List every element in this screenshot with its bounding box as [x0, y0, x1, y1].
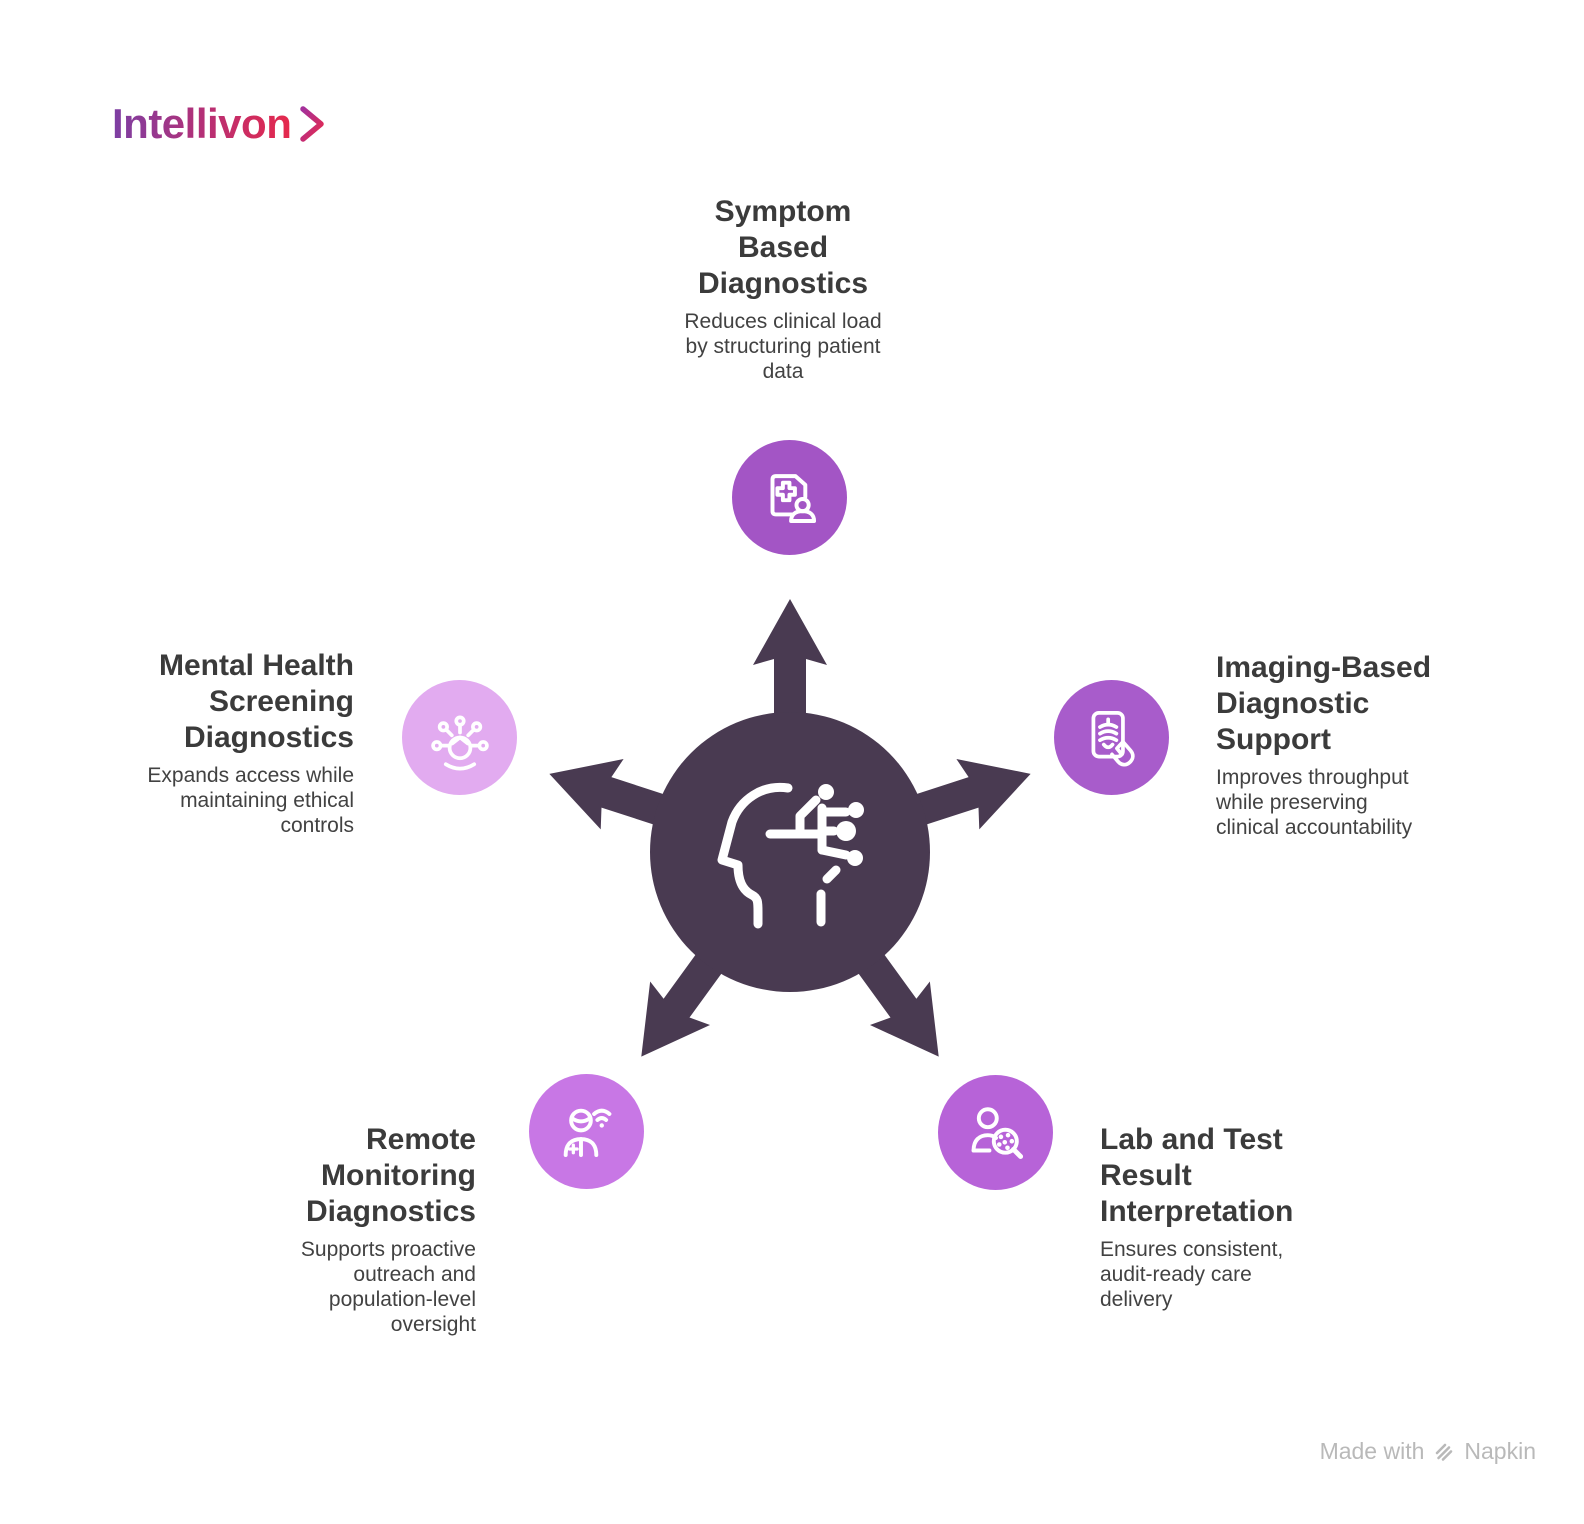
xray-hand-icon: [1091, 710, 1135, 767]
node-lab-test-text: Lab and Test Result Interpretation Ensur…: [1100, 1122, 1440, 1312]
node-lab-test-circle: [938, 1075, 1053, 1190]
chevron-right-icon: [300, 106, 325, 142]
medical-record-patient-icon: [770, 473, 816, 523]
node-description: Expands access while maintaining ethical…: [147, 764, 354, 837]
node-remote-monitoring-text: Remote Monitoring Diagnostics Supports p…: [146, 1122, 476, 1337]
node-remote-monitoring-circle: [529, 1074, 644, 1189]
node-imaging-based-text: Imaging-Based Diagnostic Support Improve…: [1216, 650, 1556, 840]
patient-wifi-icon: [563, 1108, 611, 1157]
brainstorm-head-icon: [430, 714, 489, 770]
node-title: Remote Monitoring Diagnostics: [305, 1123, 476, 1228]
napkin-brand-label: Napkin: [1464, 1438, 1536, 1464]
brand-logo: Intellivon: [112, 100, 327, 148]
node-mental-health-circle: [402, 680, 517, 795]
node-mental-health-text: Mental Health Screening Diagnostics Expa…: [24, 648, 354, 838]
arrow-up: [753, 599, 827, 766]
napkin-attribution[interactable]: Made with Napkin: [1320, 1438, 1536, 1465]
node-imaging-based-circle: [1054, 680, 1169, 795]
ai-head-circuit-icon: [717, 782, 864, 929]
node-title: Symptom Based Diagnostics: [697, 195, 869, 300]
made-with-label: Made with: [1319, 1438, 1425, 1464]
brand-logo-text: Intellivon: [112, 100, 292, 147]
node-symptom-based-text: Symptom Based Diagnostics Reduces clinic…: [613, 194, 953, 384]
node-symptom-based-circle: [732, 440, 847, 555]
node-description: Reduces clinical load by structuring pat…: [684, 310, 882, 383]
napkin-logo-icon: [1436, 1443, 1453, 1461]
node-title: Mental Health Screening Diagnostics: [158, 649, 354, 754]
node-title: Imaging-Based Diagnostic Support: [1216, 651, 1432, 756]
person-magnifier-icon: [971, 1106, 1023, 1159]
node-title: Lab and Test Result Interpretation: [1100, 1123, 1294, 1228]
node-description: Ensures consistent, audit-ready care del…: [1100, 1238, 1284, 1311]
hub-circle: [650, 712, 930, 992]
node-description: Improves throughput while preserving cli…: [1216, 766, 1413, 839]
node-description: Supports proactive outreach and populati…: [300, 1238, 476, 1336]
